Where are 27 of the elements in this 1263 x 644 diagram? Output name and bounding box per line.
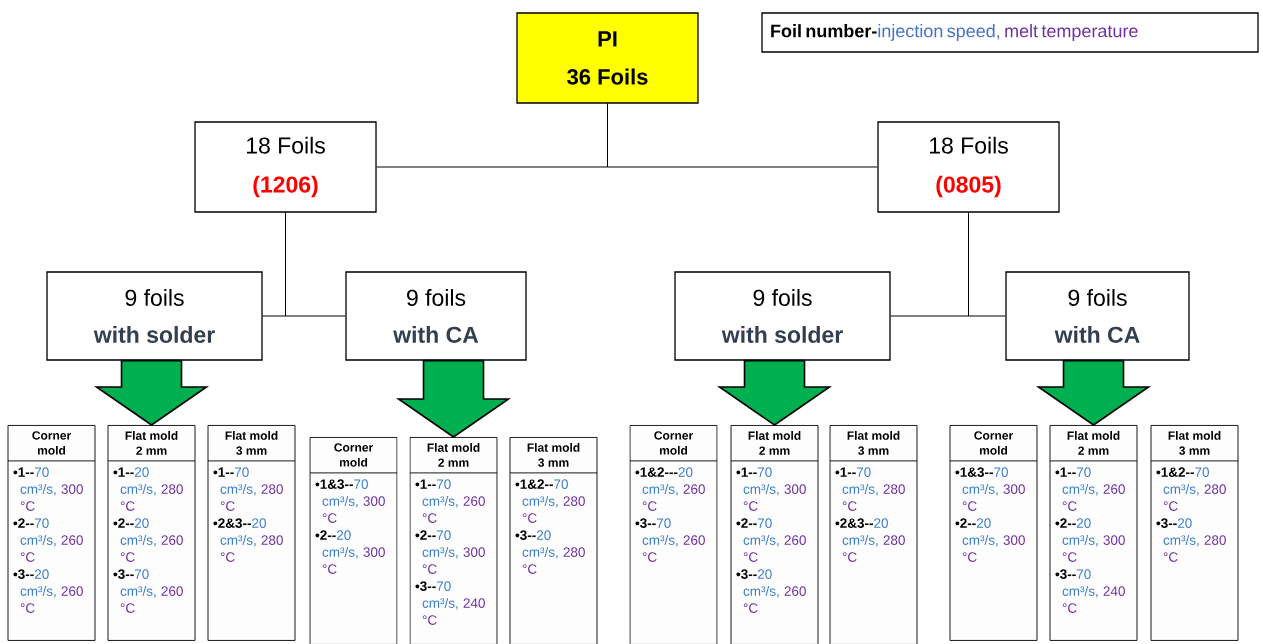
root-box: PI 36 Foils — [516, 12, 699, 104]
table-column: Corner mold •1&3--70 cm³/s, 300 °C •2--20 cm³/s, 300 °C — [309, 437, 398, 644]
category-box: 18 Foils (0805) — [877, 121, 1060, 213]
table-column: Flat mold 3 mm •1&2--70 cm³/s, 280 °C •3--20 cm³/s, 280 °C — [1150, 425, 1239, 641]
table-column: Flat mold 3 mm •1&2--70 cm³/s, 280 °C •3--20 cm³/s, 280 °C — [509, 437, 598, 644]
table-column: Flat mold 2 mm •1--70 cm³/s, 260 °C •2--20 cm³/s, 300 °C •3--70 cm³/s, 240 °C — [1049, 425, 1138, 641]
block-arrow — [1035, 359, 1152, 426]
table-column: Flat mold 2 mm •1--70 cm³/s, 300 °C •2--70 cm³/s, 260 °C •3--20 cm³/s, 260 °C — [730, 425, 819, 644]
category-box: 18 Foils (1206) — [194, 121, 377, 213]
table-column: Flat mold 3 mm •1--70 cm³/s, 280 °C •2&3--20 cm³/s, 280 °C — [207, 425, 296, 641]
table-column: Flat mold 3 mm •1--70 cm³/s, 280 °C •2&3--20 cm³/s, 280 °C — [829, 425, 918, 644]
table-column: Corner mold •1&3--70 cm³/s, 300 °C •2--20 cm³/s, 300 °C — [949, 425, 1038, 641]
connector-line — [285, 212, 346, 317]
category-box: 9 foils with solder — [674, 271, 891, 361]
block-arrow — [395, 359, 512, 438]
category-box: 9 foils with CA — [345, 271, 527, 361]
category-box: 9 foils with CA — [1005, 271, 1190, 361]
table-column: Flat mold 2 mm •1--70 cm³/s, 260 °C •2--70 cm³/s, 300 °C •3--70 cm³/s, 240 °C — [409, 437, 498, 644]
block-arrow — [93, 359, 210, 426]
block-arrow — [716, 359, 833, 426]
table-column: Flat mold 2 mm •1--20 cm³/s, 280 °C •2--20 cm³/s, 260 °C •3--70 cm³/s, 260 °C — [107, 425, 196, 641]
table-column: Corner mold •1&2---20 cm³/s, 260 °C •3--70 cm³/s, 260 °C — [629, 425, 718, 644]
connector-line — [607, 103, 878, 168]
connector-line — [968, 212, 1006, 317]
key-box: Foil number-injection speed, melt temperature — [761, 12, 1259, 53]
table-column: Corner mold •1--70 cm³/s, 300 °C •2--70 cm³/s, 260 °C •3--20 cm³/s, 260 °C — [7, 425, 96, 641]
category-box: 9 foils with solder — [46, 271, 263, 361]
